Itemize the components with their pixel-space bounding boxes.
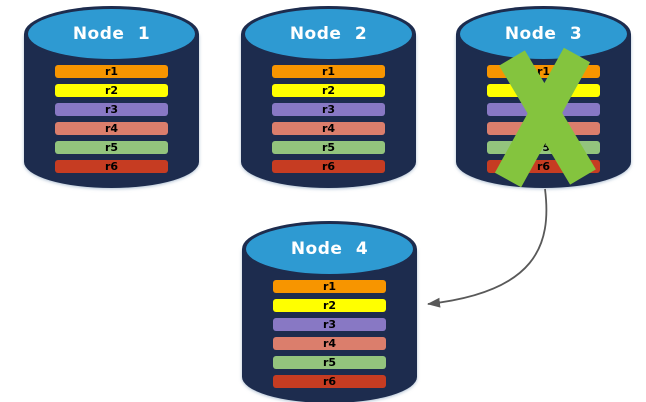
replica-row-r4: r4: [272, 122, 385, 135]
replica-row-r4: r4: [487, 122, 600, 135]
replica-row-r4: r4: [273, 337, 386, 350]
replica-row-r1: r1: [273, 280, 386, 293]
cylinder-top-face: Node 2: [245, 9, 412, 59]
cylinder-top-face: Node 3: [460, 9, 627, 59]
replica-rows: r1 r2 r3 r4 r5 r6: [273, 280, 386, 388]
replica-row-r3: r3: [272, 103, 385, 116]
node-title: Node 1: [72, 24, 151, 44]
replica-rows: r1 r2 r3 r4 r5 r6: [272, 65, 385, 173]
node-title: Node 4: [290, 239, 369, 259]
replica-row-r2: r2: [273, 299, 386, 312]
cylinder-top-face: Node 1: [28, 9, 195, 59]
node-1-cylinder: Node 1 r1 r2 r3 r4 r5 r6: [24, 6, 199, 188]
replica-row-r6: r6: [273, 375, 386, 388]
replica-row-r2: r2: [487, 84, 600, 97]
replication-arrow: [427, 188, 548, 308]
replica-row-r6: r6: [487, 160, 600, 173]
replica-row-r5: r5: [55, 141, 168, 154]
replica-row-r4: r4: [55, 122, 168, 135]
replica-rows: r1 r2 r3 r4 r5 r6: [55, 65, 168, 173]
node-title: Node 2: [289, 24, 368, 44]
replica-rows: r1 r2 r3 r4 r5 r6: [487, 65, 600, 173]
replica-row-r5: r5: [272, 141, 385, 154]
replica-row-r2: r2: [272, 84, 385, 97]
replica-row-r6: r6: [55, 160, 168, 173]
node-title: Node 3: [504, 24, 583, 44]
replica-row-r2: r2: [55, 84, 168, 97]
replica-row-r5: r5: [273, 356, 386, 369]
replica-row-r3: r3: [487, 103, 600, 116]
node-4-cylinder: Node 4 r1 r2 r3 r4 r5 r6: [242, 221, 417, 402]
replica-row-r5: r5: [487, 141, 600, 154]
replica-row-r3: r3: [55, 103, 168, 116]
replica-row-r1: r1: [55, 65, 168, 78]
node-3-cylinder: Node 3 r1 r2 r3 r4 r5 r6: [456, 6, 631, 188]
replica-row-r6: r6: [272, 160, 385, 173]
node-2-cylinder: Node 2 r1 r2 r3 r4 r5 r6: [241, 6, 416, 188]
replica-row-r1: r1: [487, 65, 600, 78]
replica-row-r1: r1: [272, 65, 385, 78]
replica-row-r3: r3: [273, 318, 386, 331]
cylinder-top-face: Node 4: [246, 224, 413, 274]
